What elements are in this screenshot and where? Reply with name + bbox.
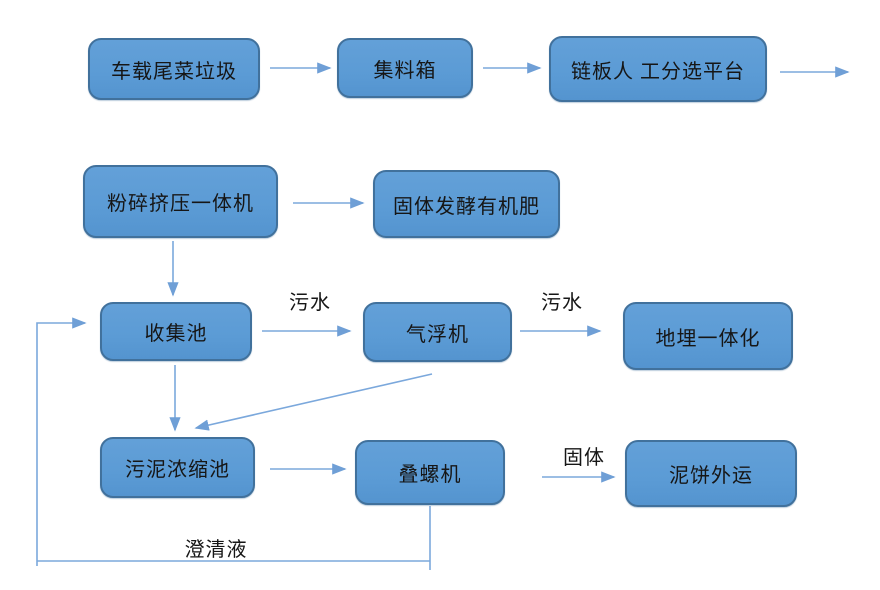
node-solid-fermentation: 固体发酵有机肥: [373, 170, 560, 238]
node-air-flotation: 气浮机: [363, 302, 512, 362]
node-collection-pool: 收集池: [100, 302, 252, 361]
flow-label-solid: 固体: [563, 447, 605, 469]
node-crusher-press: 粉碎挤压一体机: [83, 165, 278, 238]
node-vehicle-waste: 车载尾菜垃圾: [88, 38, 260, 100]
flow-label-sewage-2: 污水: [541, 292, 583, 314]
node-underground-unit: 地埋一体化: [623, 302, 793, 370]
node-sludge-thickening: 污泥浓缩池: [100, 437, 255, 498]
node-screw-press: 叠螺机: [355, 440, 505, 505]
arrow-flotation-to-thickening: [194, 373, 433, 431]
arrow-clarified-return-to-pool: [36, 317, 87, 566]
node-collection-box: 集料箱: [337, 38, 473, 98]
flow-label-clarified-liquid: 澄清液: [184, 539, 248, 561]
flow-label-sewage-1: 污水: [289, 292, 331, 314]
node-mud-cake: 泥饼外运: [625, 440, 797, 507]
node-sorting-platform: 链板人 工分选平台: [549, 36, 767, 102]
